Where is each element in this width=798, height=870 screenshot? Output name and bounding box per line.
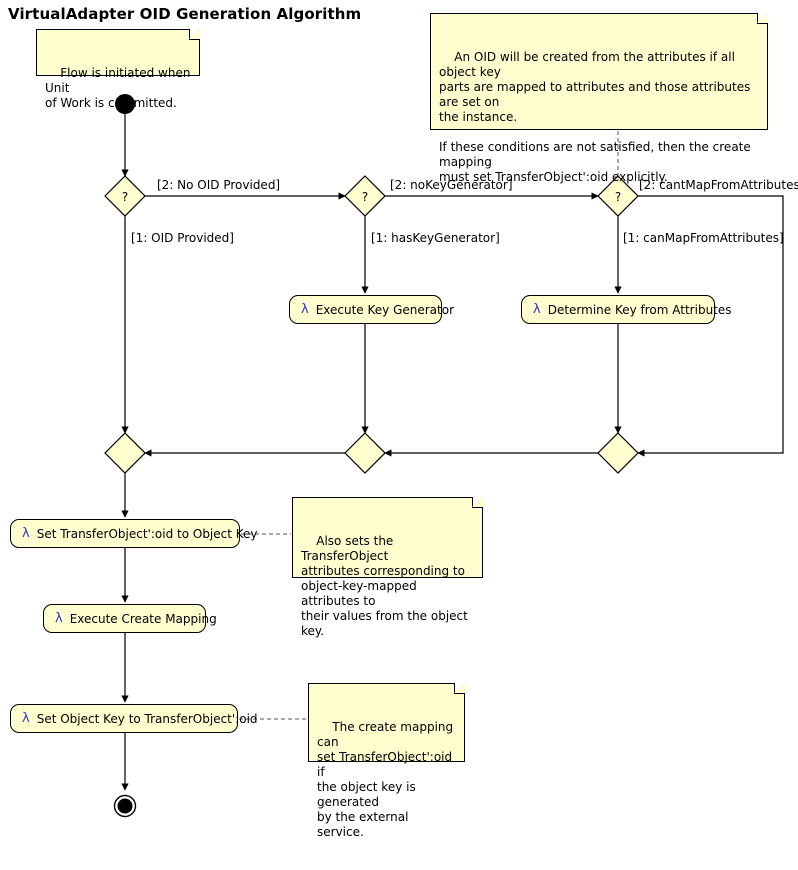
guard-no-key-generator: [2: noKeyGenerator] bbox=[390, 178, 513, 192]
note-dogear-icon bbox=[472, 496, 483, 508]
action-execute-create-mapping[interactable]: λ Execute Create Mapping bbox=[43, 604, 217, 633]
note-text: Also sets the TransferObject attributes … bbox=[301, 534, 468, 638]
decision-map-from-attributes bbox=[597, 175, 639, 217]
note-text: The create mapping can set TransferObjec… bbox=[317, 720, 454, 839]
note-text: Flow is initiated when Unit of Work is c… bbox=[45, 66, 191, 110]
note-create-mapping-sets-oid: The create mapping can set TransferObjec… bbox=[308, 682, 465, 839]
decision-oid-provided-symbol: ? bbox=[121, 190, 129, 204]
note-dogear-icon bbox=[757, 12, 768, 24]
lambda-icon: λ bbox=[55, 611, 63, 626]
action-set-transferobject-oid-to-object-key[interactable]: λ Set TransferObject':oid to Object Key bbox=[10, 519, 258, 548]
action-label: Set TransferObject':oid to Object Key bbox=[36, 526, 258, 541]
merge-right bbox=[597, 432, 639, 474]
note-also-sets-attributes: Also sets the TransferObject attributes … bbox=[292, 496, 483, 638]
lambda-icon: λ bbox=[533, 302, 541, 317]
start-node bbox=[115, 94, 135, 114]
action-set-object-key-to-transferobject-oid[interactable]: λ Set Object Key to TransferObject':oid bbox=[10, 704, 258, 733]
lambda-icon: λ bbox=[22, 711, 30, 726]
note-dogear-icon bbox=[189, 28, 200, 40]
end-node bbox=[117, 798, 133, 814]
note-dogear-icon bbox=[454, 682, 465, 694]
decision-key-generator-symbol: ? bbox=[361, 190, 369, 204]
decision-oid-provided bbox=[104, 175, 146, 217]
page-title: VirtualAdapter OID Generation Algorithm bbox=[8, 5, 362, 23]
note-text: An OID will be created from the attribut… bbox=[439, 50, 751, 184]
decision-map-from-attributes-symbol: ? bbox=[614, 190, 622, 204]
lambda-icon: λ bbox=[22, 526, 30, 541]
guard-oid-provided: [1: OID Provided] bbox=[131, 231, 234, 245]
guard-no-oid-provided: [2: No OID Provided] bbox=[157, 178, 281, 192]
action-label: Set Object Key to TransferObject':oid bbox=[36, 711, 258, 726]
action-execute-key-generator[interactable]: λ Execute Key Generator bbox=[289, 295, 454, 324]
guard-cant-map-from-attributes: [2: cantMapFromAttributes] bbox=[639, 178, 798, 192]
action-label: Execute Key Generator bbox=[315, 302, 455, 317]
note-flow-initiated: Flow is initiated when Unit of Work is c… bbox=[36, 28, 200, 110]
action-label: Determine Key from Attributes bbox=[547, 302, 732, 317]
guard-has-key-generator: [1: hasKeyGenerator] bbox=[371, 231, 500, 245]
decision-key-generator bbox=[344, 175, 386, 217]
guard-can-map-from-attributes: [1: canMapFromAttributes] bbox=[623, 231, 784, 245]
lambda-icon: λ bbox=[301, 302, 309, 317]
action-determine-key-from-attributes[interactable]: λ Determine Key from Attributes bbox=[521, 295, 732, 324]
merge-middle bbox=[344, 432, 386, 474]
edge-decision3-bypass-to-merge-right bbox=[637, 195, 784, 457]
merge-left bbox=[104, 432, 146, 474]
note-oid-creation-conditions: An OID will be created from the attribut… bbox=[430, 12, 768, 184]
action-label: Execute Create Mapping bbox=[69, 611, 217, 626]
